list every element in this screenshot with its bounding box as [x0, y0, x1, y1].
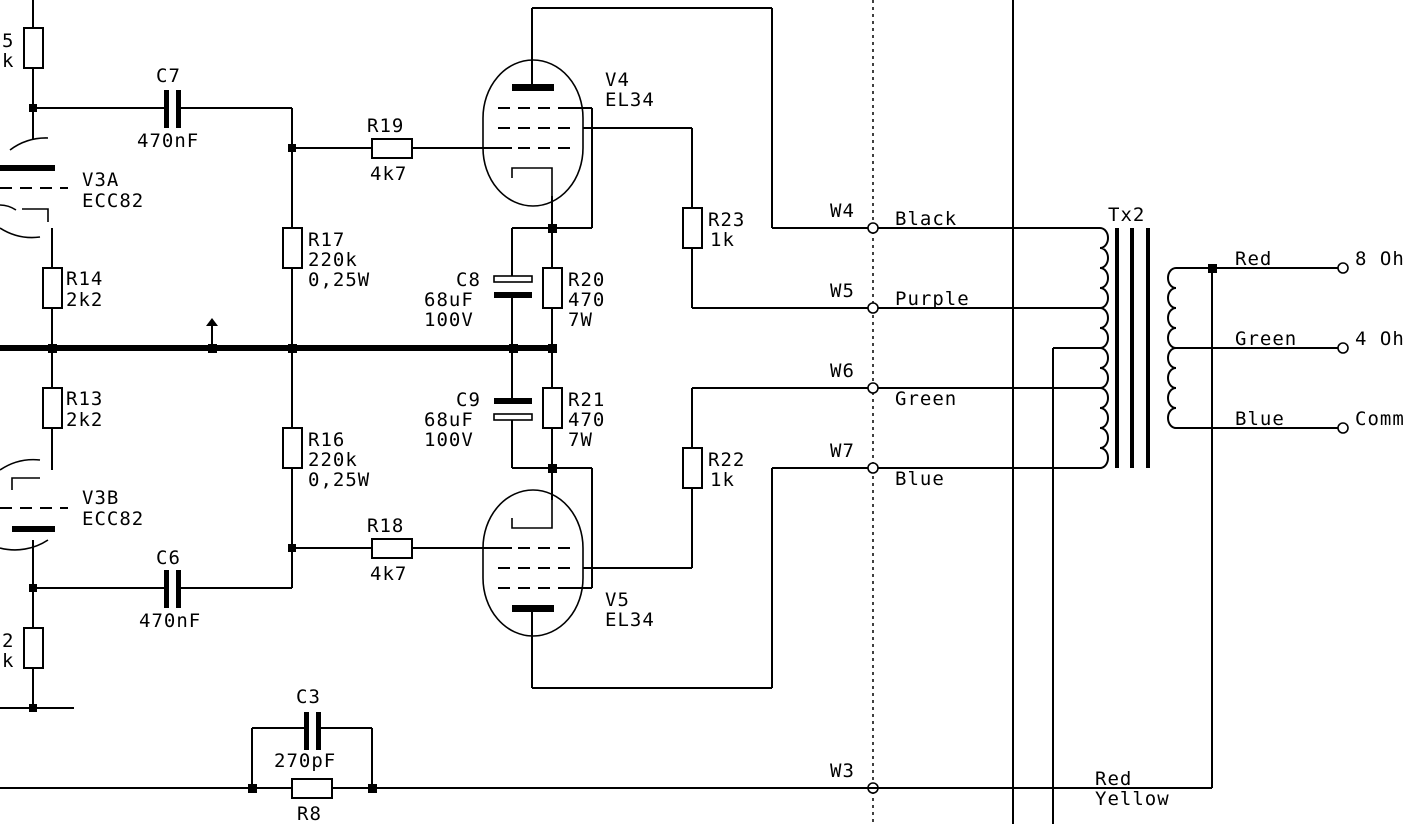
label-v3a-type: ECC82: [82, 190, 144, 212]
label-r21-power: 7W: [568, 429, 593, 451]
label-r18-value: 4k7: [370, 563, 407, 585]
terminal-w7: [867, 462, 879, 474]
label-r-bot-val1: 2: [2, 630, 14, 652]
label-sec-red: Red: [1235, 248, 1272, 270]
terminal-w4: [867, 222, 879, 234]
label-w3: W3: [830, 760, 855, 782]
label-wire-blue: Blue: [895, 468, 945, 490]
label-c8-name: C8: [456, 269, 481, 291]
label-c9-value: 68uF: [424, 409, 474, 431]
feedback-network: [0, 712, 1212, 799]
label-w4: W4: [830, 200, 855, 222]
label-sec-green: Green: [1235, 328, 1297, 350]
label-v3b-type: ECC82: [82, 508, 144, 530]
terminal-w6: [867, 382, 879, 394]
pentode-v5: [482, 467, 773, 689]
label-r16-value: 220k: [308, 449, 358, 471]
label-r22-name: R22: [708, 449, 745, 471]
label-v3a-name: V3A: [82, 169, 119, 191]
label-w5: W5: [830, 280, 855, 302]
triode-v3a: [0, 137, 68, 239]
label-v4-name: V4: [605, 69, 630, 91]
label-v5-name: V5: [605, 589, 630, 611]
label-r17-value: 220k: [308, 249, 358, 271]
label-r23-name: R23: [708, 209, 745, 231]
input-stage: [0, 0, 74, 712]
label-wire-green: Green: [895, 388, 957, 410]
output-8-ohm: [1337, 262, 1349, 274]
label-r17-name: R17: [308, 229, 345, 251]
label-r-bot-val2: k: [2, 650, 14, 672]
label-c8-voltage: 100V: [424, 309, 474, 331]
label-r13-name: R13: [66, 388, 103, 410]
label-c9-voltage: 100V: [424, 429, 474, 451]
label-r20-value: 470: [568, 289, 605, 311]
label-r16-name: R16: [308, 429, 345, 451]
label-r19-name: R19: [367, 115, 404, 137]
output-4-ohm: [1337, 342, 1349, 354]
label-wire-black: Black: [895, 208, 957, 230]
label-r20-power: 7W: [568, 309, 593, 331]
label-r14-name: R14: [66, 268, 103, 290]
label-r-top-val1: 5: [2, 30, 14, 52]
label-c3-name: C3: [296, 686, 321, 708]
label-r19-value: 4k7: [370, 163, 407, 185]
cap-c7: [33, 90, 292, 128]
label-c3-value: 270pF: [274, 750, 336, 772]
label-c8-value: 68uF: [424, 289, 474, 311]
label-v4-type: EL34: [605, 89, 655, 111]
output-common: [1337, 422, 1349, 434]
label-r21-value: 470: [568, 409, 605, 431]
label-r21-name: R21: [568, 389, 605, 411]
label-r13-value: 2k2: [66, 409, 103, 431]
label-c7-name: C7: [156, 65, 181, 87]
label-w7: W7: [830, 440, 855, 462]
label-r22-value: 1k: [710, 469, 735, 491]
label-c6-value: 470nF: [139, 610, 201, 632]
label-w6: W6: [830, 360, 855, 382]
label-c9-name: C9: [456, 389, 481, 411]
label-r16-power: 0,25W: [308, 469, 370, 491]
transformer-tx2: [1099, 227, 1177, 469]
label-v3b-name: V3B: [82, 487, 119, 509]
label-yellow: Yellow: [1095, 788, 1170, 810]
label-c6-name: C6: [156, 547, 181, 569]
label-c7-value: 470nF: [137, 130, 199, 152]
label-r-top-val2: k: [2, 50, 14, 72]
cap-c6: [33, 570, 292, 608]
pentode-v4: [482, 7, 773, 229]
triode-v3b: [0, 458, 68, 551]
label-tx2: Tx2: [1108, 204, 1145, 226]
label-r14-value: 2k2: [66, 289, 103, 311]
label-r17-power: 0,25W: [308, 269, 370, 291]
terminal-w5: [867, 302, 879, 314]
label-r23-value: 1k: [710, 229, 735, 251]
label-red: Red: [1095, 768, 1132, 790]
label-out-common: Comm: [1355, 408, 1405, 430]
label-r8-name: R8: [297, 803, 322, 824]
label-out-8-ohm: 8 Oh: [1355, 248, 1405, 270]
label-out-4-ohm: 4 Oh: [1355, 328, 1405, 350]
label-sec-blue: Blue: [1235, 408, 1285, 430]
label-r18-name: R18: [367, 515, 404, 537]
label-wire-purple: Purple: [895, 288, 970, 310]
label-r20-name: R20: [568, 269, 605, 291]
label-v5-type: EL34: [605, 609, 655, 631]
